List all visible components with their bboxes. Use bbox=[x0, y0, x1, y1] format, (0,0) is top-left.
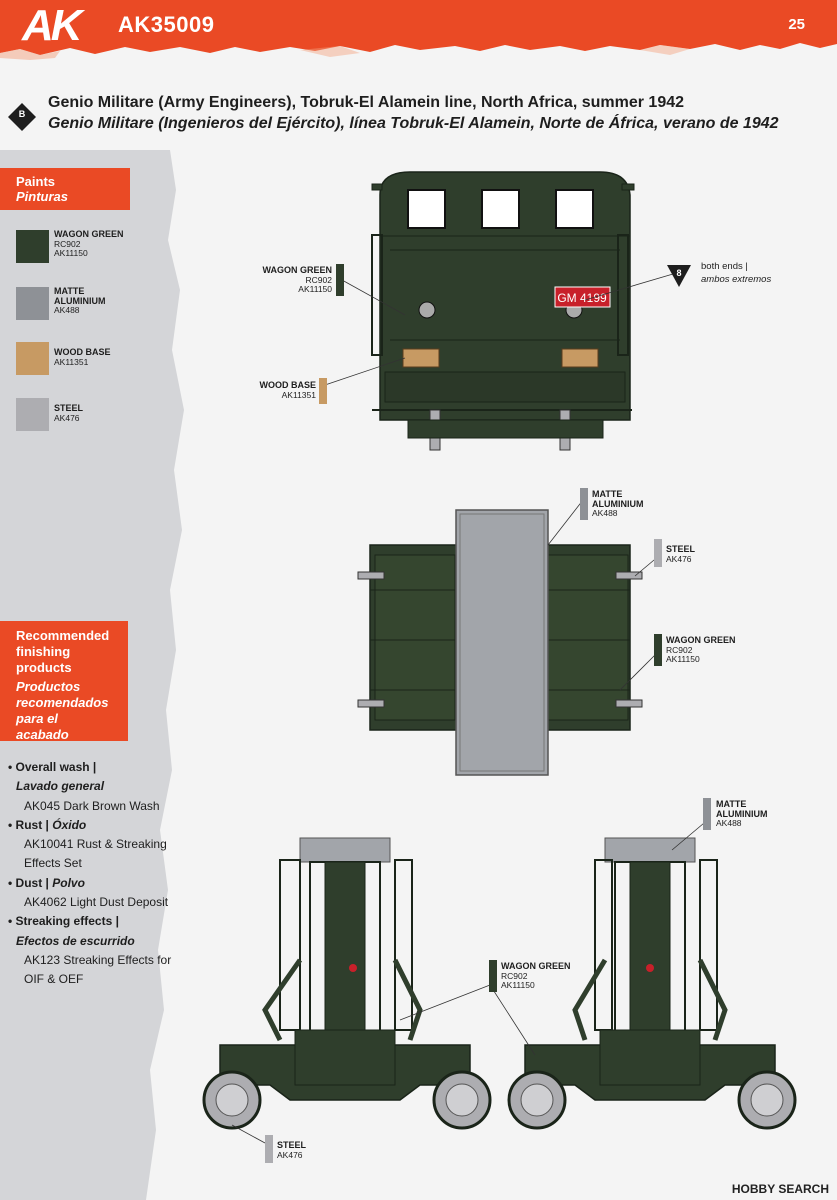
title-spanish: Genio Militare (Ingenieros del Ejército)… bbox=[48, 115, 779, 132]
paint-code: AK476 bbox=[54, 412, 80, 423]
callout-swatch-aluminium bbox=[703, 798, 711, 830]
side-view-left-drawing bbox=[202, 837, 492, 1130]
paints-heading-es: Pinturas bbox=[16, 189, 69, 204]
callout-swatch-wagon-green bbox=[336, 264, 344, 296]
paints-heading-en: Paints bbox=[16, 174, 56, 189]
paints-heading: Paints Pinturas bbox=[0, 168, 130, 210]
paint-name: MATTE bbox=[54, 286, 85, 296]
scheme-badge-letter: B bbox=[18, 109, 26, 119]
swatch-wood-base bbox=[16, 342, 49, 375]
product-heading-es: Lavado general bbox=[16, 779, 105, 794]
scheme-badge bbox=[8, 103, 36, 131]
product-heading: • Rust | Óxido bbox=[8, 817, 87, 832]
ak-logo: AK bbox=[22, 1, 83, 50]
product-heading: • Dust | Polvo bbox=[8, 875, 85, 890]
callout-swatch-wagon-green bbox=[654, 634, 662, 666]
top-view-drawing bbox=[357, 509, 643, 776]
paint-code: AK11150 bbox=[54, 248, 88, 258]
product-item: AK045 Dark Brown Wash bbox=[24, 798, 160, 813]
swatch-wagon-green bbox=[16, 230, 49, 263]
number-plate: GM 4199 bbox=[557, 291, 607, 305]
swatch-steel bbox=[16, 398, 49, 431]
callout-swatch-steel bbox=[265, 1135, 273, 1163]
callout-swatch-aluminium bbox=[580, 488, 588, 520]
callout-swatch-wagon-green bbox=[489, 960, 497, 992]
paint-code: AK11351 bbox=[54, 356, 89, 367]
page-header: AK AK35009 25 bbox=[0, 0, 837, 60]
product-heading: • Overall wash | bbox=[8, 760, 97, 774]
side-view-right-drawing bbox=[507, 837, 797, 1130]
recommended-heading: Recommended finishing products Productos… bbox=[0, 621, 128, 742]
product-heading: • Streaking effects | bbox=[8, 914, 119, 929]
paint-name: ALUMINIUM bbox=[54, 295, 106, 306]
page-number: 25 bbox=[788, 16, 805, 33]
recommended-heading-es: Productos recomendados para el acabado bbox=[16, 679, 109, 742]
product-item: OIF & OEF bbox=[24, 972, 84, 987]
front-view-drawing: GM 4199 bbox=[371, 171, 635, 451]
title-english: Genio Militare (Army Engineers), Tobruk-… bbox=[48, 94, 685, 111]
paint-name: STEEL bbox=[54, 403, 84, 413]
paint-code: RC902 bbox=[54, 238, 81, 249]
callout-swatch-wood-base bbox=[319, 378, 327, 404]
svg-text:8: 8 bbox=[676, 268, 681, 278]
product-item: AK4062 Light Dust Deposit bbox=[24, 895, 169, 910]
recommended-heading-en: Recommended finishing products bbox=[16, 628, 110, 675]
paint-code: AK488 bbox=[54, 305, 80, 315]
product-item: AK123 Streaking Effects for bbox=[24, 952, 172, 967]
ends-marker bbox=[667, 265, 691, 287]
ends-note: both ends |ambos extremos bbox=[701, 261, 772, 285]
paint-name: WOOD BASE bbox=[54, 347, 111, 357]
swatch-matte-aluminium bbox=[16, 287, 49, 320]
callout-swatch-steel bbox=[654, 539, 662, 567]
header-torn-banner bbox=[0, 0, 837, 60]
watermark: HOBBY SEARCH bbox=[731, 1182, 829, 1196]
product-heading-es: Efectos de escurrido bbox=[16, 933, 135, 948]
paint-name: WAGON GREEN bbox=[54, 229, 124, 239]
product-item: Effects Set bbox=[24, 856, 82, 871]
product-code: AK35009 bbox=[118, 12, 215, 37]
product-item: AK10041 Rust & Streaking bbox=[24, 837, 167, 852]
recommended-products-list: • Overall wash | Lavado general AK045 Da… bbox=[8, 758, 183, 990]
